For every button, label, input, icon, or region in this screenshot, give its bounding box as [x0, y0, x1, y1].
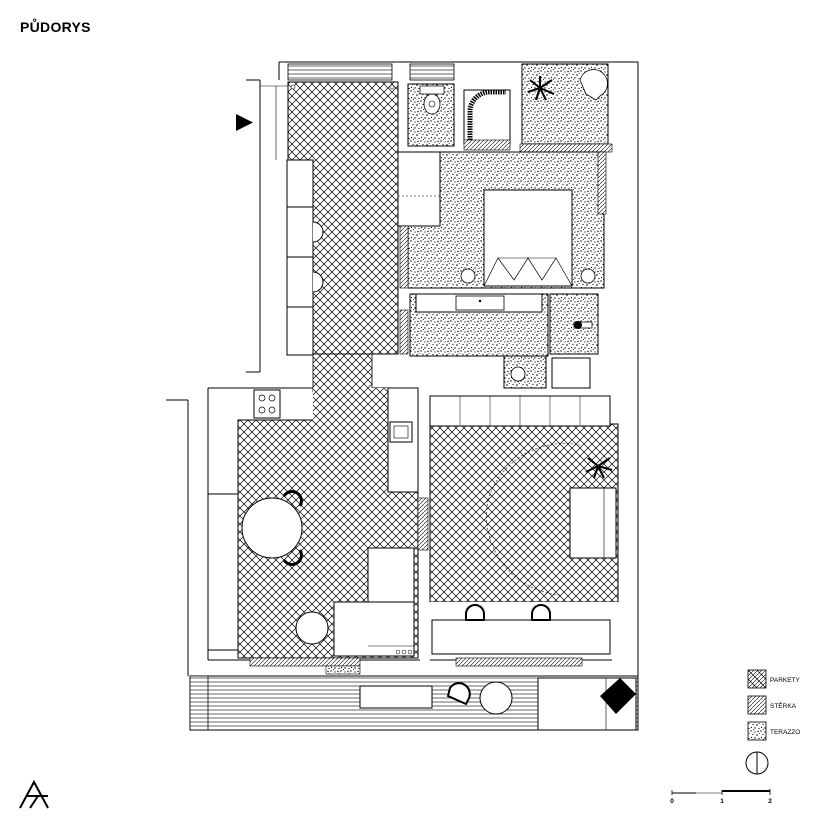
legend-item-terazzo: TERAZZO [747, 721, 800, 741]
window-sills [249, 657, 583, 675]
hallway-floor [260, 81, 399, 393]
legend-label-terazzo: TERAZZO [770, 729, 800, 736]
entrance-arrow-icon [236, 114, 253, 131]
scale-label-1: 1 [720, 798, 724, 805]
plant-icon [585, 457, 613, 479]
balcony-railing [287, 63, 455, 81]
scale-label-2: 2 [768, 798, 772, 805]
legend-item-sterka: STĚRKA [747, 695, 797, 715]
wardrobe [286, 159, 324, 356]
scale-label-0: 0 [670, 798, 674, 805]
living-room [429, 395, 619, 656]
plant-icon [527, 76, 555, 101]
north-arrow-icon [745, 751, 769, 775]
shower [463, 89, 511, 151]
terrace-top [519, 63, 613, 153]
kitchen-dining [207, 387, 429, 659]
legend-item-parkety: PARKETY [747, 669, 801, 689]
page-title: PŮDORYS [20, 19, 91, 35]
legend: PARKETY STĚRKA TERAZZO [747, 669, 801, 741]
bedroom [397, 151, 607, 289]
legend-label-sterka: STĚRKA [770, 701, 797, 710]
terrace-bottom [189, 675, 639, 731]
scale-bar: 0 1 2 [670, 789, 772, 805]
bathroom [399, 293, 599, 389]
architect-logo-icon [19, 779, 49, 809]
toilet-room [407, 83, 455, 147]
legend-label-parkety: PARKETY [770, 677, 801, 684]
